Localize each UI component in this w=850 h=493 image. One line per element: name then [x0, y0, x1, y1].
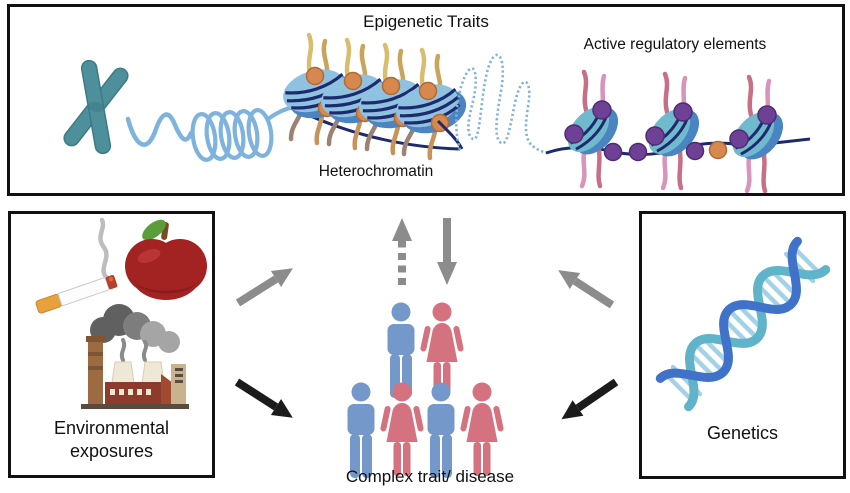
chromosome-icon	[63, 59, 129, 155]
apple-icon	[125, 219, 207, 300]
people-group	[347, 302, 505, 478]
chromatin-fiber-icon	[125, 112, 194, 147]
person-male-icon	[427, 382, 455, 478]
arrow-environment-to-trait	[234, 378, 293, 418]
genetics-artwork	[655, 236, 831, 412]
active-nucleosomes-icon	[545, 72, 811, 191]
environmental-exposures-label-line1: Environmental	[53, 418, 170, 438]
environmental-exposures-label-line2: exposures	[69, 440, 154, 461]
arrow-trait-to-epigenetics	[392, 218, 412, 285]
dna-double-helix-icon	[655, 236, 831, 412]
center-artwork	[234, 218, 619, 478]
arrow-epigenetics-to-trait	[437, 218, 457, 285]
environmental-exposures-panel: Environmental exposures	[8, 211, 215, 478]
complex-trait-section: Complex trait/ disease	[220, 205, 640, 493]
environment-artwork	[35, 217, 207, 409]
open-chromatin-loops-icon	[455, 53, 549, 155]
cigarette-icon	[35, 217, 118, 314]
factory-icon	[81, 304, 189, 409]
heterochromatin-nucleosomes-icon	[278, 35, 472, 158]
genetics-panel: Genetics	[639, 211, 846, 479]
heterochromatin-label: Heterochromatin	[318, 163, 434, 180]
arrow-environment-to-epigenetics	[235, 268, 293, 307]
genetics-label: Genetics	[706, 423, 779, 443]
epigenetics-artwork	[63, 7, 811, 193]
epigenetics-panel-title: Epigenetic Traits	[363, 12, 489, 31]
epigenetics-panel: Epigenetic Traits Active regulatory elem…	[7, 4, 845, 196]
chromatin-coil-icon	[190, 104, 295, 162]
person-female-icon	[419, 302, 465, 396]
environmental-exposures-label: Environmental exposures	[11, 417, 212, 462]
person-female-icon	[459, 382, 505, 476]
complex-trait-disease-label: Complex trait/ disease	[345, 467, 515, 486]
person-female-icon	[379, 382, 425, 476]
person-male-icon	[347, 382, 375, 478]
arrow-genetics-to-epigenetics	[558, 270, 615, 309]
active-regulatory-elements-label: Active regulatory elements	[583, 36, 767, 53]
cigarette-smoke-icon	[98, 217, 110, 281]
arrow-genetics-to-trait	[561, 378, 619, 420]
